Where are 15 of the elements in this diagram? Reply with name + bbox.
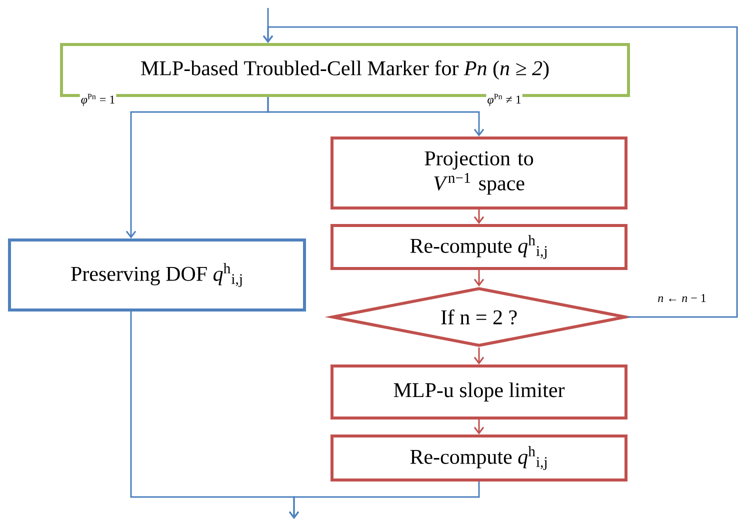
process-box: Re-compute q$^{h}$i,j <box>330 224 628 270</box>
arrow <box>262 26 738 318</box>
process-box: Projection to V$^{n−1}$ space <box>330 136 628 210</box>
arrow <box>474 210 484 224</box>
arrow <box>474 348 484 364</box>
arrow <box>474 270 484 286</box>
process-box: Preserving DOF q$^{h}$i,j <box>8 238 306 312</box>
arrow <box>288 482 480 519</box>
arrow <box>474 420 484 434</box>
edge-label: n ← n − 1 <box>656 293 708 303</box>
edge-label: φ$^{Pn}$ = 1 <box>80 92 116 108</box>
process-box: MLP-u slope limiter <box>330 364 628 420</box>
arrow <box>267 97 484 136</box>
process-box: Re-compute q$^{h}$i,j <box>330 434 628 482</box>
edge-label: φ$^{Pn}$ ≠ 1 <box>486 92 522 108</box>
